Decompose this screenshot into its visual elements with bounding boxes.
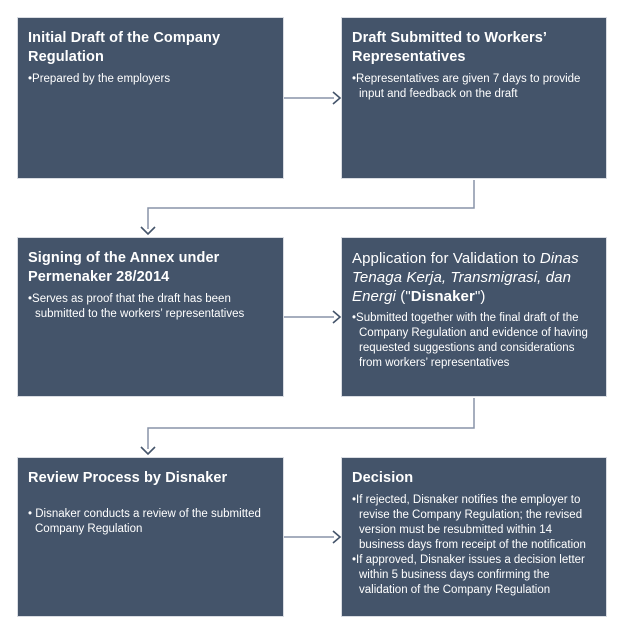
bullet-item: Disnaker conducts a review of the submit… [28,507,271,537]
box-title: Initial Draft of the Company Regulation [28,30,221,65]
title-segment: Application for Validation to [352,250,540,267]
box-title: Decision [352,470,414,486]
box-title: Application for Validation to Dinas Tena… [352,249,594,306]
box-title: Signing of the Annex under Permenaker 28… [28,250,220,285]
flow-box-application-validation: Application for Validation to Dinas Tena… [341,237,607,397]
flow-box-draft-submitted: Draft Submitted to Workers’ Representati… [341,17,607,179]
arrow-down-icon [140,446,156,456]
flow-box-signing-annex: Signing of the Annex under Permenaker 28… [17,237,284,397]
flow-box-initial-draft: Initial Draft of the Company Regulation … [17,17,284,179]
bullet-item: Submitted together with the final draft … [352,311,594,371]
connector-application-to-review [140,398,475,456]
title-segment-bold: Disnaker [410,288,475,305]
bullet-item: If approved, Disnaker issues a decision … [352,553,594,598]
arrow-right-icon [332,310,342,324]
arrow-right-icon [332,91,342,105]
box-bullets: Submitted together with the final draft … [352,311,594,371]
flow-box-review-process: Review Process by Disnaker Disnaker cond… [17,457,284,617]
connector-signing-to-application [284,310,342,324]
title-segment: (" [395,288,411,305]
bullet-item: Representatives are given 7 days to prov… [352,72,594,102]
bullet-item: Prepared by the employers [28,72,271,87]
flow-box-decision: Decision If rejected, Disnaker notifies … [341,457,607,617]
arrow-right-icon [332,530,342,544]
bullet-item: If rejected, Disnaker notifies the emplo… [352,493,594,553]
connector-review-to-decision [284,530,342,544]
connector-submitted-to-signing [140,180,475,236]
box-bullets: Representatives are given 7 days to prov… [352,72,594,102]
box-bullets: Serves as proof that the draft has been … [28,292,271,322]
box-bullets: Prepared by the employers [28,72,271,87]
connector-initial-to-submitted [284,91,342,105]
arrow-down-icon [140,226,156,236]
box-title: Draft Submitted to Workers’ Representati… [352,30,547,65]
box-title: Review Process by Disnaker [28,470,228,486]
box-bullets: Disnaker conducts a review of the submit… [28,507,271,537]
title-segment-italic: Dinas Tenaga Kerja, Transmigrasi, dan En… [352,250,579,305]
box-bullets: If rejected, Disnaker notifies the emplo… [352,493,594,598]
bullet-item: Serves as proof that the draft has been … [28,292,271,322]
title-segment: ") [474,288,486,305]
